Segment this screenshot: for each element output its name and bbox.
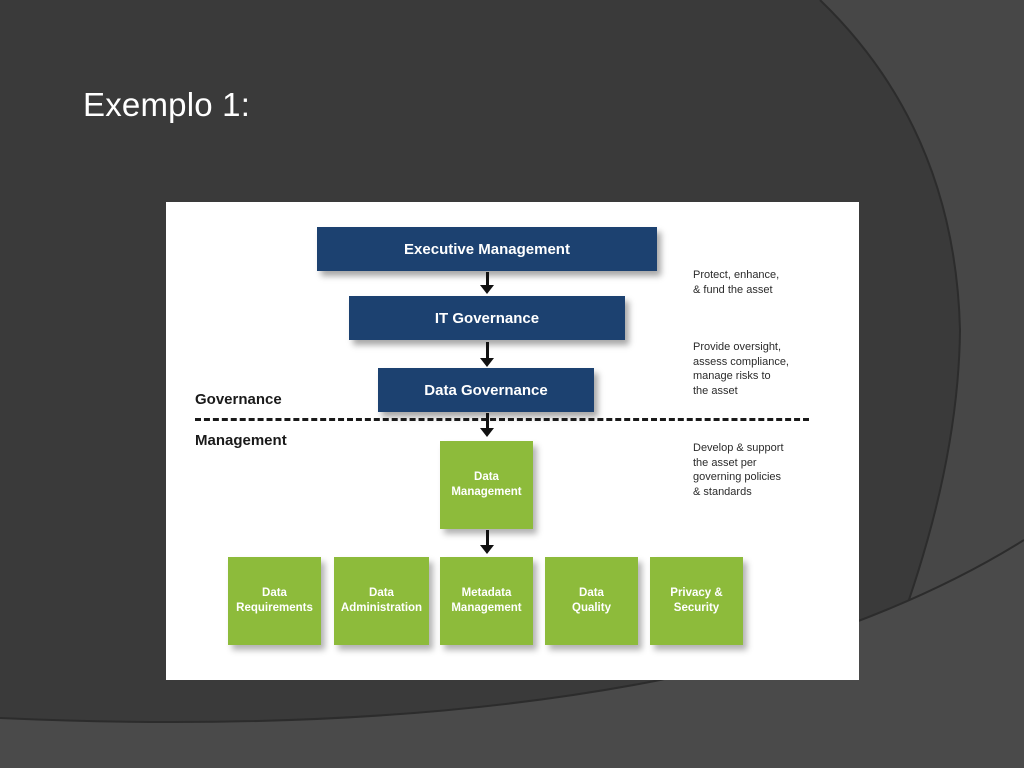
data-requirements-box: Data Requirements — [228, 557, 321, 645]
privacy-security-box: Privacy & Security — [650, 557, 743, 645]
executive-management-box: Executive Management — [317, 227, 657, 271]
note-develop: Develop & support the asset per governin… — [693, 442, 784, 498]
governance-layer-label: Governance — [195, 391, 282, 408]
slide-title: Exemplo 1: — [83, 86, 251, 123]
layer-divider — [195, 418, 809, 421]
management-layer-label: Management — [195, 432, 287, 449]
data-administration-box: Data Administration — [334, 557, 429, 645]
data-quality-label: Data Quality — [572, 587, 611, 614]
it-governance-box: IT Governance — [349, 296, 625, 340]
governance-diagram: Executive Management IT Governance Data … — [166, 202, 859, 680]
note-protect: Protect, enhance, & fund the asset — [693, 269, 780, 296]
data-requirements-label: Data Requirements — [236, 587, 313, 614]
executive-management-label: Executive Management — [404, 240, 570, 258]
metadata-management-box: Metadata Management — [440, 557, 533, 645]
it-governance-label: IT Governance — [434, 309, 540, 327]
data-management-box: Data Management — [440, 441, 533, 529]
data-administration-label: Data Administration — [340, 587, 423, 614]
metadata-management-label: Metadata Management — [451, 587, 522, 614]
data-quality-box: Data Quality — [545, 557, 638, 645]
note-oversight: Provide oversight, assess compliance, ma… — [693, 341, 789, 397]
privacy-security-label: Privacy & Security — [670, 587, 723, 614]
data-management-label: Data Management — [451, 471, 522, 498]
data-governance-box: Data Governance — [378, 368, 594, 412]
data-governance-label: Data Governance — [424, 381, 548, 399]
